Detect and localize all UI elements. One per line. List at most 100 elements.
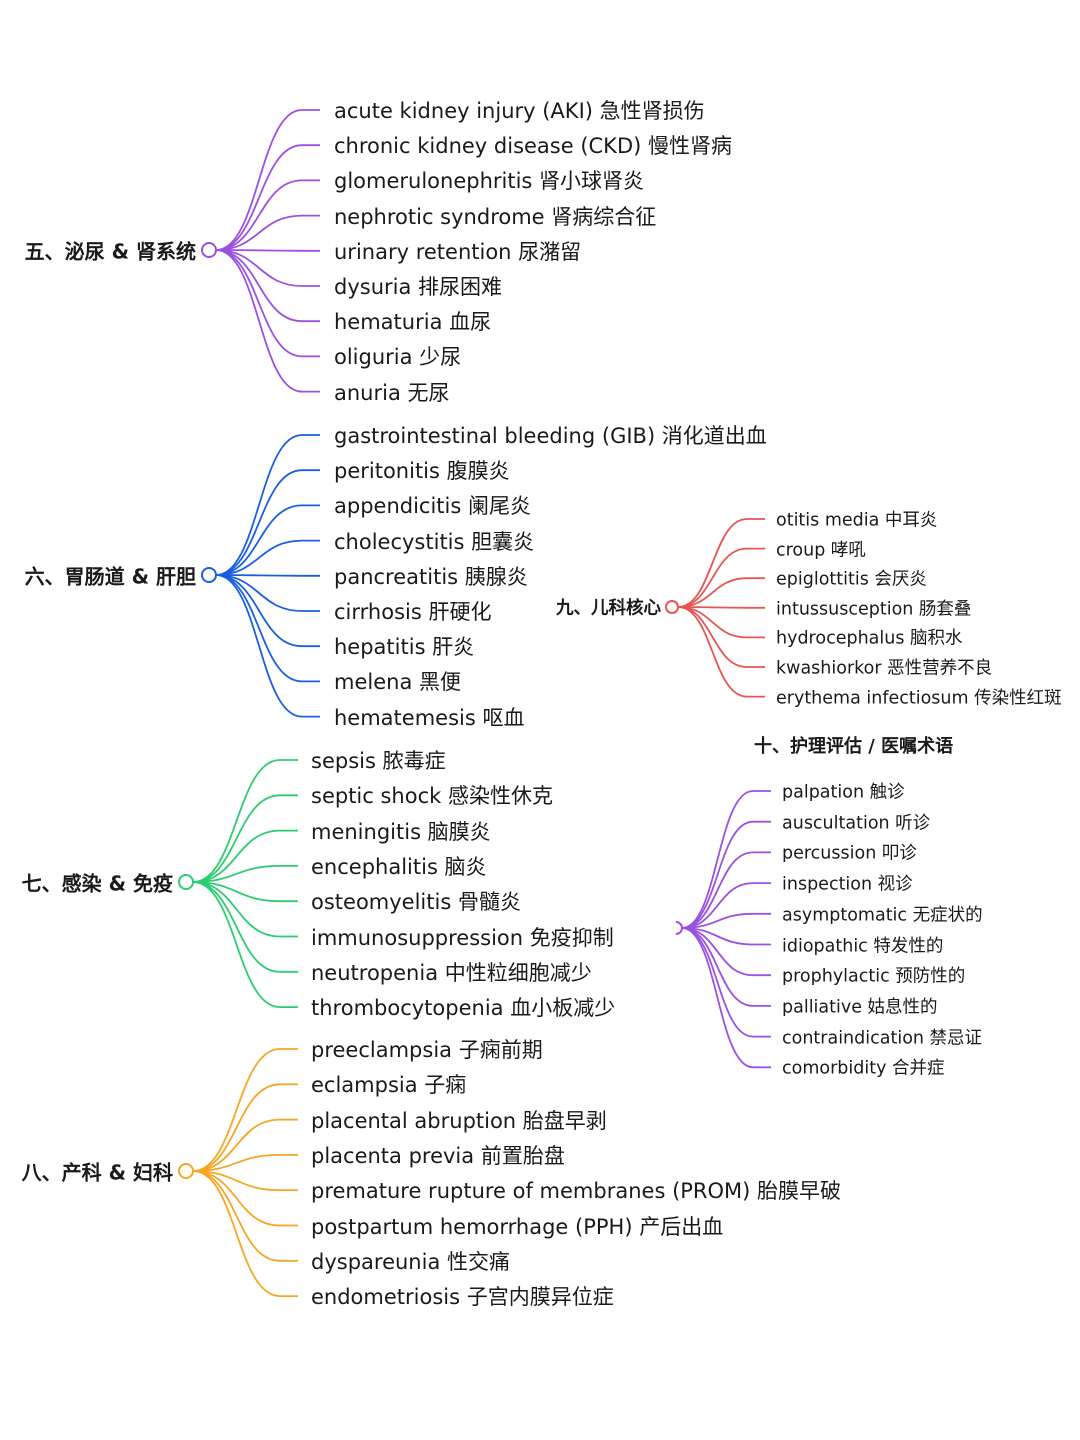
g9-item: epiglottitis 会厌炎	[776, 569, 927, 590]
g7-item: thrombocytopenia 血小板减少	[311, 996, 616, 1021]
g5-item: hematuria 血尿	[334, 310, 492, 335]
g5-item: nephrotic syndrome 肾病综合征	[334, 204, 657, 229]
g6-item: peritonitis 腹膜炎	[334, 459, 510, 484]
g8-branch-line	[192, 1170, 298, 1227]
g5-branch-line	[215, 109, 320, 251]
g9-branch-line	[677, 577, 765, 608]
g8-item: placenta previa 前置胎盘	[311, 1143, 565, 1168]
g10-item: percussion 叩诊	[782, 843, 917, 864]
g10-item: palpation 触诊	[782, 782, 905, 803]
g9-branch-line	[677, 547, 765, 608]
g6-root-label: 六、胃肠道 & 肝胆	[24, 564, 196, 589]
g8-item: eclampsia 子痫	[311, 1073, 467, 1098]
g8-branch-line	[192, 1170, 298, 1297]
g8-item: placental abruption 胎盘早剥	[311, 1108, 607, 1133]
g5-branch-line	[215, 144, 320, 251]
g6-item: gastrointestinal bleeding (GIB) 消化道出血	[334, 424, 767, 448]
g5-branch-line	[215, 214, 320, 251]
g8-item: endometriosis 子宫内膜异位症	[311, 1285, 614, 1310]
g9-branch-line	[677, 518, 765, 608]
g8-branch-line	[192, 1170, 298, 1192]
g7-branch-line	[192, 881, 298, 938]
g10-branch-line	[681, 927, 771, 946]
g5-root-label: 五、泌尿 & 肾系统	[24, 239, 196, 264]
g8-item: premature rupture of membranes (PROM) 胎膜…	[311, 1179, 842, 1204]
g8-branch-line	[192, 1048, 298, 1172]
g7-root-label: 七、感染 & 免疫	[21, 871, 173, 896]
g5-collapse-toggle[interactable]	[201, 242, 217, 258]
g8-collapse-toggle[interactable]	[178, 1163, 194, 1179]
g9-branch-line	[677, 606, 765, 639]
g10-item: inspection 视诊	[782, 874, 913, 895]
g6-item: melena 黑便	[334, 670, 461, 695]
g10-branch-line	[681, 790, 771, 929]
g10-item: auscultation 听诊	[782, 813, 931, 834]
g7-item: encephalitis 脑炎	[311, 854, 487, 879]
g8-branch-line	[192, 1154, 298, 1172]
g5-item: oliguria 少尿	[334, 345, 462, 370]
g5-branch-line	[215, 249, 320, 287]
g9-collapse-toggle[interactable]	[665, 600, 679, 614]
g9-item: otitis media 中耳炎	[776, 510, 938, 531]
g5-branch-line	[215, 249, 320, 393]
g5-item: chronic kidney disease (CKD) 慢性肾病	[334, 134, 732, 159]
g7-branch-line	[192, 881, 298, 1008]
g6-branch-line	[215, 574, 320, 648]
g8-branch-line	[192, 1118, 298, 1172]
g6-item: cholecystitis 胆囊炎	[334, 529, 535, 554]
g5-item: urinary retention 尿潴留	[334, 239, 582, 264]
g9-item: intussusception 肠套叠	[776, 599, 972, 620]
g10-root-label: 十、护理评估 / 医嘱术语	[754, 736, 954, 757]
g6-item: cirrhosis 肝硬化	[334, 600, 492, 624]
g5-branch-line	[215, 249, 320, 323]
g8-item: dyspareunia 性交痛	[311, 1249, 510, 1274]
g7-branch-line	[192, 865, 298, 883]
g10-collapse-toggle[interactable]	[669, 921, 683, 935]
g8-item: preeclampsia 子痫前期	[311, 1038, 543, 1062]
g5-branch-line	[215, 249, 320, 252]
g7-item: meningitis 脑膜炎	[311, 819, 491, 844]
g9-item: croup 哮吼	[776, 540, 866, 561]
g6-branch-line	[215, 574, 320, 577]
g6-item: hematemesis 呕血	[334, 705, 525, 730]
g10-item: contraindication 禁忌证	[782, 1028, 983, 1049]
g10-item: idiopathic 特发性的	[782, 936, 944, 956]
g8-item: postpartum hemorrhage (PPH) 产后出血	[311, 1214, 724, 1239]
g5-item: dysuria 排尿困难	[334, 275, 503, 299]
g5-branch-line	[215, 179, 320, 251]
g6-branch-line	[215, 574, 320, 718]
g9-item: kwashiorkor 恶性营养不良	[776, 658, 993, 679]
g10-item: palliative 姑息性的	[782, 997, 938, 1018]
g7-branch-line	[192, 759, 298, 883]
g6-collapse-toggle[interactable]	[201, 567, 217, 583]
g7-item: osteomyelitis 骨髓炎	[311, 890, 521, 915]
g5-item: glomerulonephritis 肾小球肾炎	[334, 169, 645, 194]
g9-item: erythema infectiosum 传染性红斑	[776, 688, 1062, 709]
g8-branch-line	[192, 1170, 298, 1262]
g8-root-label: 八、产科 & 妇科	[21, 1160, 173, 1185]
g5-item: anuria 无尿	[334, 380, 450, 405]
g7-item: sepsis 脓毒症	[311, 749, 446, 773]
g6-item: pancreatitis 胰腺炎	[334, 564, 528, 589]
g6-branch-line	[215, 574, 320, 612]
g6-branch-line	[215, 539, 320, 576]
g10-item: prophylactic 预防性的	[782, 966, 966, 987]
g10-item: comorbidity 合并症	[782, 1058, 945, 1079]
g10-branch-line	[681, 820, 771, 929]
g5-item: acute kidney injury (AKI) 急性肾损伤	[334, 99, 705, 123]
g7-collapse-toggle[interactable]	[178, 874, 194, 890]
g8-branch-line	[192, 1083, 298, 1172]
g7-branch-line	[192, 829, 298, 883]
g7-branch-line	[192, 794, 298, 883]
g7-branch-line	[192, 881, 298, 973]
g6-branch-line	[215, 504, 320, 576]
g6-item: hepatitis 肝炎	[334, 635, 475, 660]
g5-branch-line	[215, 249, 320, 358]
g7-item: septic shock 感染性休克	[311, 784, 553, 809]
g6-branch-line	[215, 434, 320, 576]
g10-branch-line	[681, 882, 771, 929]
g6-item: appendicitis 阑尾炎	[334, 494, 531, 519]
g9-branch-line	[677, 606, 765, 609]
g7-branch-line	[192, 881, 298, 903]
